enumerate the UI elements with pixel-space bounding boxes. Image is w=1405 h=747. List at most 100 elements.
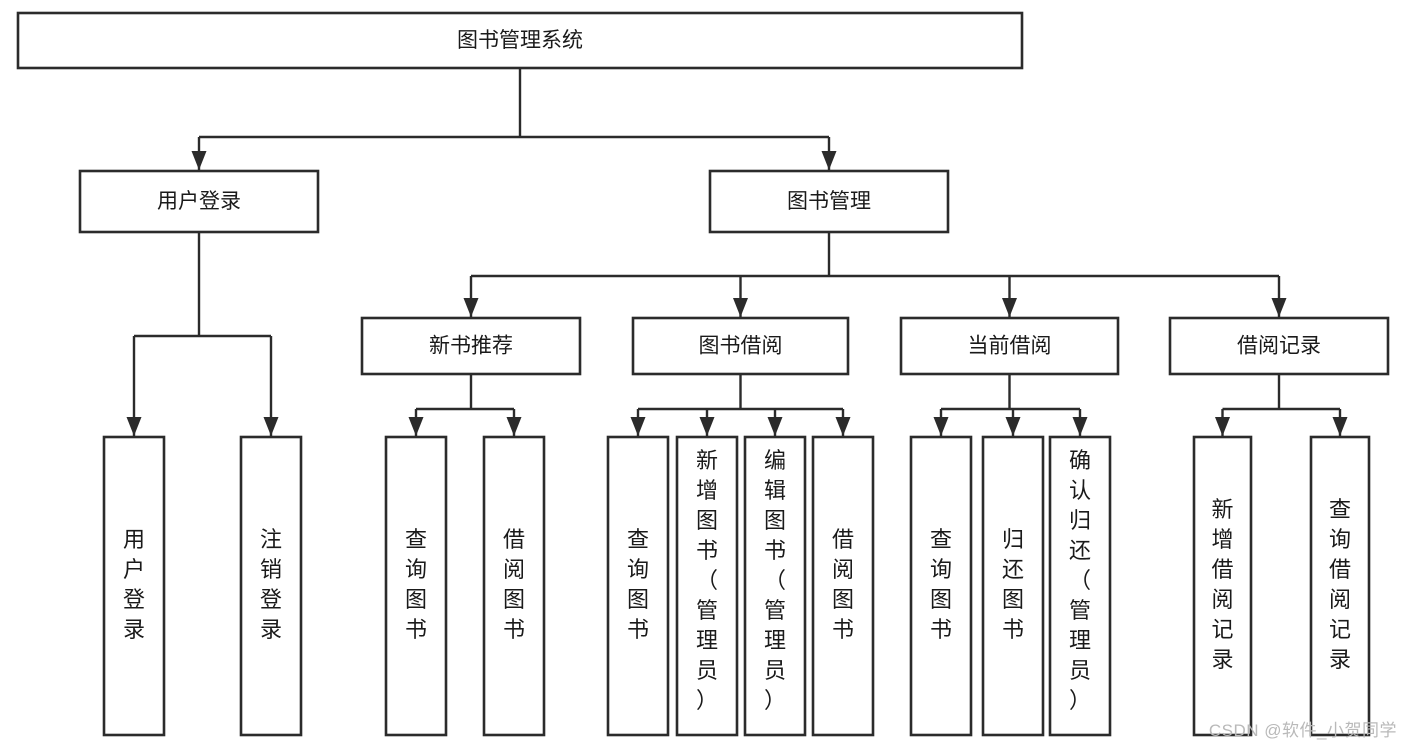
leaf-user-login[interactable]: 用户登录 [102,435,166,737]
svg-text:理: 理 [764,628,786,653]
node-book-management[interactable]: 图书管理 [708,169,950,234]
svg-text:询: 询 [627,557,649,582]
arrow-to-book_borrowing-2 [767,417,783,436]
svg-text:员: 员 [764,658,786,683]
arrow-to-book_borrowing-1 [699,417,715,436]
svg-text:书: 书 [764,538,786,563]
svg-text:辑: 辑 [764,478,786,503]
svg-text:理: 理 [1069,628,1091,653]
arrow-to-user_login-1 [263,417,279,436]
node-user-login[interactable]: 用户登录 [78,169,320,234]
arrow-to-new_book_recommendation-0 [408,417,424,436]
svg-text:新: 新 [1211,497,1233,522]
svg-text:新: 新 [696,448,718,473]
svg-text:增: 增 [696,478,718,503]
svg-text:）: ） [764,688,786,713]
svg-text:查: 查 [405,527,427,552]
svg-text:询: 询 [1329,527,1351,552]
svg-text:归: 归 [1069,508,1091,533]
svg-text:书: 书 [503,617,525,642]
svg-text:（: （ [696,568,718,593]
svg-text:借: 借 [1329,557,1351,582]
arrow-to-level3-1 [733,298,748,317]
node-book-borrowing-label: 图书借阅 [699,335,783,358]
svg-text:员: 员 [1069,658,1091,683]
svg-text:用: 用 [123,527,145,552]
svg-text:）: ） [1069,688,1091,713]
node-user-login-label: 用户登录 [157,190,241,213]
nodes-layer: 图书管理系统用户登录图书管理新书推荐图书借阅当前借阅借阅记录用户登录注销登录查询… [16,11,1390,737]
svg-text:管: 管 [696,598,718,623]
svg-text:（: （ [1069,568,1091,593]
svg-text:管: 管 [1069,598,1091,623]
node-new-book-recommendation[interactable]: 新书推荐 [360,316,582,376]
svg-text:询: 询 [405,557,427,582]
svg-text:借: 借 [503,527,525,552]
watermark-text: CSDN @软件_小贺同学 [1208,721,1397,740]
svg-text:增: 增 [1211,527,1233,552]
svg-text:还: 还 [1069,538,1091,563]
arrow-to-new_book_recommendation-1 [506,417,522,436]
svg-text:理: 理 [696,628,718,653]
arrow-to-current_borrowing-1 [1005,417,1021,436]
svg-text:查: 查 [1329,497,1351,522]
arrow-to-current_borrowing-2 [1072,417,1088,436]
svg-text:认: 认 [1069,478,1091,503]
svg-text:记: 记 [1329,617,1351,642]
svg-text:确: 确 [1069,448,1091,473]
svg-text:录: 录 [260,617,282,642]
arrow-to-level3-0 [463,298,479,317]
svg-text:（: （ [764,568,786,593]
svg-text:书: 书 [1002,617,1024,642]
svg-text:归: 归 [1002,527,1024,552]
arrow-to-book_borrowing-0 [630,417,646,436]
arrow-to-current_borrowing-0 [933,417,949,436]
svg-text:阅: 阅 [1329,587,1351,612]
svg-text:图: 图 [1002,587,1024,612]
svg-text:书: 书 [627,617,649,642]
arrow-to-borrowing_records-0 [1215,417,1230,436]
svg-text:管: 管 [764,598,786,623]
node-root-library-management-system[interactable]: 图书管理系统 [16,11,1024,70]
leaf-user-login-label: 用户登录 [123,527,145,642]
svg-text:记: 记 [1211,617,1233,642]
svg-text:阅: 阅 [503,557,525,582]
node-book-borrowing[interactable]: 图书借阅 [631,316,850,376]
svg-text:图: 图 [405,587,427,612]
svg-text:询: 询 [930,557,952,582]
svg-text:录: 录 [1329,647,1351,672]
node-current-borrowing-label: 当前借阅 [968,335,1052,358]
svg-text:登: 登 [123,587,145,612]
node-current-borrowing[interactable]: 当前借阅 [899,316,1120,376]
node-borrowing-records[interactable]: 借阅记录 [1168,316,1390,376]
arrow-to-user_login-0 [126,417,142,436]
svg-text:书: 书 [405,617,427,642]
svg-text:图: 图 [503,587,525,612]
svg-text:图: 图 [696,508,718,533]
svg-text:书: 书 [696,538,718,563]
